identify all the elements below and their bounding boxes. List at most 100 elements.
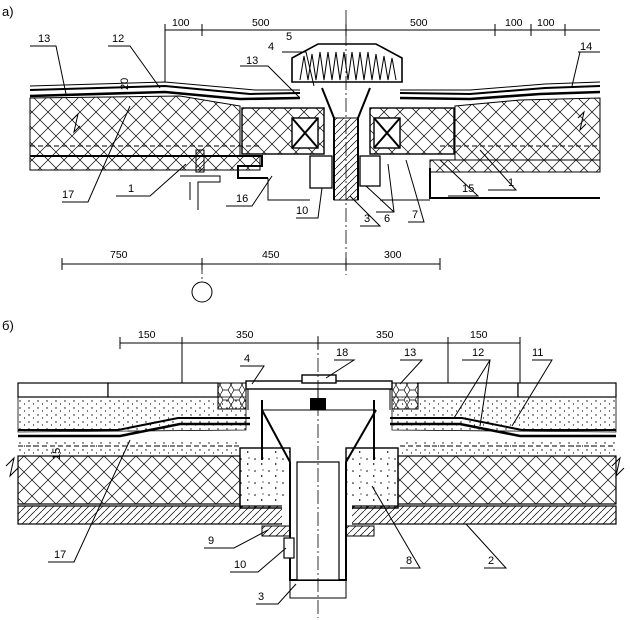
callout-a-13-center: 13 xyxy=(246,55,258,67)
membrane-a-6 xyxy=(400,81,601,91)
leader-b-18 xyxy=(325,359,356,379)
callout-b-9: 9 xyxy=(208,535,214,547)
dim-bottom-a-1: 750 xyxy=(110,249,128,261)
callout-a-5: 5 xyxy=(286,31,292,43)
leader-a-13-center xyxy=(240,65,301,99)
leader-a-14 xyxy=(571,51,600,87)
clamp-bolts-b xyxy=(261,400,375,460)
callout-a-12: 12 xyxy=(112,33,124,45)
dim-ticks-bottom-a xyxy=(61,258,441,270)
bracket-a xyxy=(180,175,221,210)
bottom-plate-a xyxy=(267,178,430,201)
break-line-a-left xyxy=(71,112,81,134)
insulation-b-right xyxy=(397,455,617,505)
membrane-b-4 xyxy=(390,417,616,431)
callouts-a: 13 12 20 5 4 13 14 17 1 16 10 3 6 7 xyxy=(30,31,600,227)
callout-b-15: 15 xyxy=(51,448,63,460)
membrane-b-1 xyxy=(18,422,250,438)
break-line-b-left xyxy=(5,456,19,478)
dim-top-a-2: 500 xyxy=(252,17,270,29)
callout-b-10: 10 xyxy=(234,559,246,571)
leader-a-7 xyxy=(405,159,425,223)
break-line-a-right xyxy=(577,110,587,132)
slab-edge-right xyxy=(429,168,600,199)
anchor-bolt-a xyxy=(195,149,205,173)
paver-b-4 xyxy=(517,382,617,398)
dim-top-b-1: 150 xyxy=(138,329,156,341)
section-a-marker: а) xyxy=(2,4,14,19)
dim-ticks-top-b xyxy=(119,337,521,383)
membrane-b-3 xyxy=(18,417,250,431)
leader-a-6 xyxy=(365,163,395,213)
membrane-a-4 xyxy=(399,85,601,96)
callout-b-18: 18 xyxy=(336,347,348,359)
heater-x-right xyxy=(373,117,401,149)
callout-b-12: 12 xyxy=(472,347,484,359)
membrane-a-2 xyxy=(399,90,601,101)
membrane-a-1 xyxy=(29,90,301,101)
leader-a-3 xyxy=(349,195,382,227)
dim-top-a-3: 500 xyxy=(410,17,428,29)
dim-bottom-a-3: 300 xyxy=(384,249,402,261)
callout-a-14: 14 xyxy=(580,41,592,53)
dim-top-a-4: 100 xyxy=(505,17,523,29)
callout-b-13: 13 xyxy=(404,347,416,359)
heater-x-left xyxy=(291,117,319,149)
callout-a-16: 16 xyxy=(236,193,248,205)
leader-a-1-right xyxy=(479,149,518,191)
insulation-b-left xyxy=(17,455,241,505)
callout-b-2: 2 xyxy=(488,555,494,567)
callout-a-1-right: 1 xyxy=(508,177,514,189)
insulation-layer-a-left-bottom xyxy=(29,155,261,171)
leader-a-13-left xyxy=(30,45,67,95)
membrane-a-5 xyxy=(29,81,300,91)
callout-b-3: 3 xyxy=(258,591,264,603)
screed-b-left xyxy=(18,440,240,454)
insulation-layer-a-right-bottom xyxy=(429,159,601,173)
leader-a-4 xyxy=(282,51,315,87)
callout-a-13-left: 13 xyxy=(38,33,50,45)
leader-a-15 xyxy=(439,159,480,197)
membrane-a-3 xyxy=(29,84,301,96)
leader-b-8 xyxy=(371,485,421,569)
screed-b-right xyxy=(400,440,616,454)
leader-a-17 xyxy=(62,105,131,203)
dim-top-b-3: 350 xyxy=(376,329,394,341)
paver-b-1 xyxy=(17,382,109,398)
section-b-marker: б) xyxy=(2,318,14,333)
dim-top-a-1: 100 xyxy=(172,17,190,29)
leader-b-10 xyxy=(230,547,287,573)
leader-a-1-left xyxy=(116,163,187,197)
dim-top-b-2: 350 xyxy=(236,329,254,341)
callouts-b: 4 18 13 12 11 15 17 9 10 3 8 2 xyxy=(48,347,553,605)
leader-a-16 xyxy=(226,175,273,207)
callout-a-17: 17 xyxy=(62,189,74,201)
clamp-b-10 xyxy=(283,537,295,559)
leader-b-9 xyxy=(204,529,269,549)
leader-a-12 xyxy=(108,45,161,89)
insulation-layer-a xyxy=(29,95,241,157)
paver-b-2 xyxy=(107,382,219,398)
leader-b-4 xyxy=(240,365,265,385)
callout-a-10: 10 xyxy=(296,205,308,217)
callout-a-3: 3 xyxy=(364,213,370,225)
dim-top-a-5: 100 xyxy=(537,17,555,29)
axis-circle-marker xyxy=(191,281,213,303)
callout-a-20: 20 xyxy=(119,78,131,90)
leader-b-3 xyxy=(256,583,297,605)
callout-b-8: 8 xyxy=(406,555,412,567)
leader-b-11 xyxy=(511,359,553,427)
leader-b-13 xyxy=(399,359,424,385)
callout-a-7: 7 xyxy=(412,209,418,221)
concrete-fill-left xyxy=(239,447,291,509)
leader-b-12 xyxy=(453,359,491,427)
concrete-fill-right-8 xyxy=(345,447,399,509)
break-line-b-right xyxy=(611,456,625,478)
ring-9-left xyxy=(261,525,291,537)
leader-b-2 xyxy=(465,523,508,569)
leader-b-17 xyxy=(48,439,131,563)
callout-a-15: 15 xyxy=(462,183,474,195)
cap-top-18 xyxy=(301,374,337,384)
